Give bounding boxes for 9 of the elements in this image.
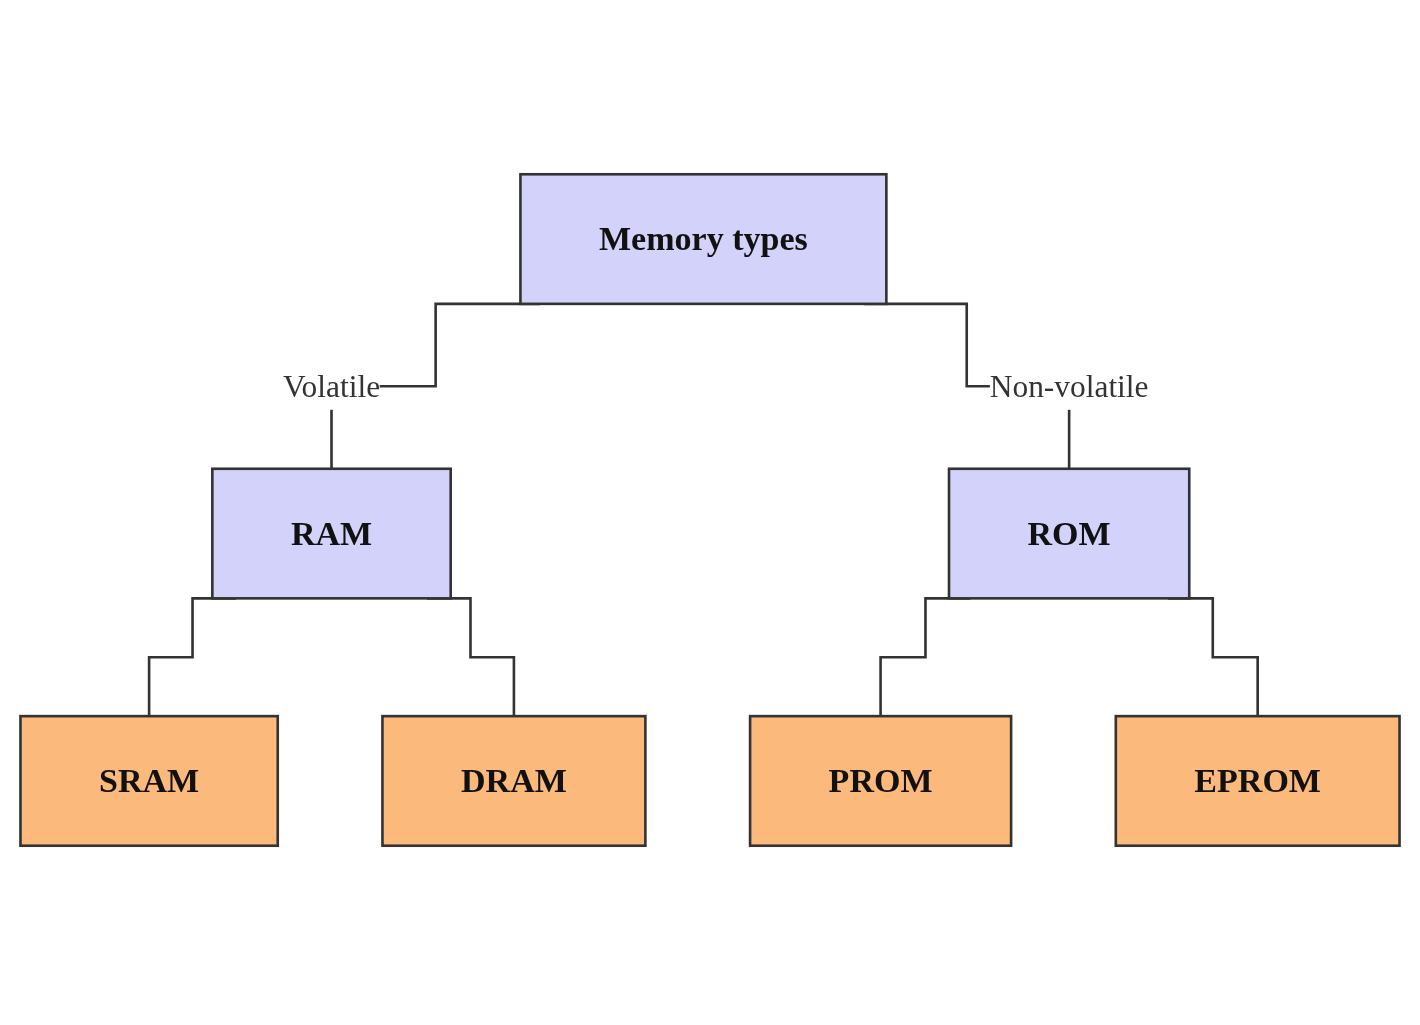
node-box: ROM [947, 467, 1191, 600]
node-box: SRAM [19, 714, 280, 848]
node-box: EPROM [1114, 714, 1401, 848]
edge-label: Non-volatile [989, 369, 1149, 404]
node-box: RAM [211, 467, 452, 600]
node-box: Memory types [519, 172, 888, 306]
edge-label: Volatile [282, 369, 381, 404]
node-box: PROM [748, 714, 1013, 848]
node-box: DRAM [381, 714, 647, 848]
